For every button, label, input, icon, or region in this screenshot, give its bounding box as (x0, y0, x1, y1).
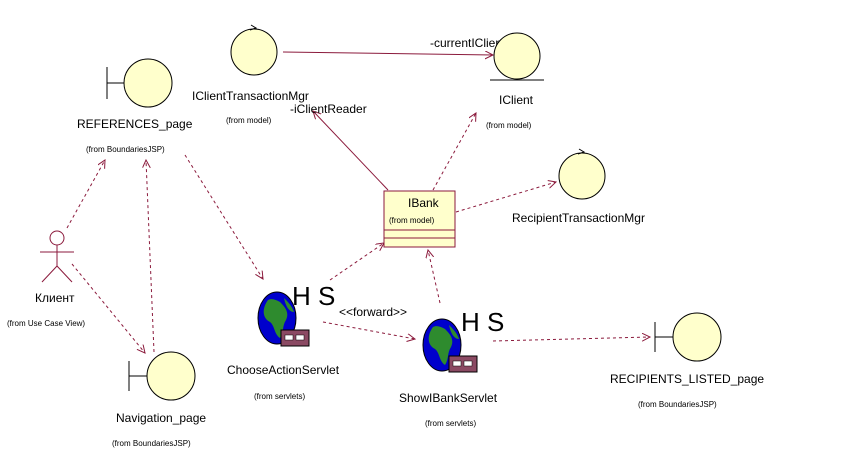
navigation-page-source: (from BoundariesJSP) (112, 439, 191, 448)
ibank-name: IBank (408, 196, 440, 210)
iclienttransactionmgr-name: IClientTransactionMgr (192, 89, 309, 103)
recipienttransactionmgr-name: RecipientTransactionMgr (512, 211, 645, 225)
edge-showibank-ibank (428, 250, 441, 304)
label-forward: <<forward>> (339, 305, 407, 319)
navigation-page-name: Navigation_page (116, 411, 206, 425)
edge-actor-navigation (71, 263, 145, 353)
iclient-name: IClient (499, 93, 534, 107)
edge-actor-references (66, 160, 105, 229)
iclienttransactionmgr-source: (from model) (226, 116, 272, 125)
edge-currenticlient (282, 52, 493, 55)
recipients-listed-page-boundary[interactable] (654, 312, 722, 362)
showibankservlet-name: ShowIBankServlet (399, 391, 498, 405)
edge-ibank-recipienttm (455, 182, 556, 213)
recipients-listed-page-name: RECIPIENTS_LISTED_page (610, 372, 764, 386)
client-actor-name: Клиент (35, 291, 75, 305)
references-page-boundary[interactable] (106, 58, 173, 108)
references-page-name: REFERENCES_page (77, 117, 193, 131)
edge-references-chooseaction (184, 154, 263, 279)
chooseactionservlet-globe-icon[interactable] (257, 291, 310, 347)
iclienttransactionmgr-control[interactable] (230, 24, 278, 76)
client-actor-icon[interactable] (40, 230, 74, 283)
iclient-source: (from model) (486, 121, 532, 130)
showibankservlet-hs-label: H S (461, 307, 504, 337)
client-actor-source: (from Use Case View) (7, 319, 85, 328)
ibank-class[interactable] (383, 190, 456, 248)
references-page-source: (from BoundariesJSP) (86, 145, 165, 154)
edge-navigation-references (146, 160, 155, 353)
edge-chooseaction-ibank (329, 243, 384, 281)
edge-iclientreader (313, 111, 389, 191)
label-iclientreader: -iClientReader (290, 102, 367, 116)
chooseactionservlet-name: ChooseActionServlet (227, 363, 340, 377)
label-currenticlient: -currentIClient (430, 36, 506, 50)
edge-showibank-recipientslisted (492, 337, 650, 341)
ibank-source: (from model) (389, 216, 435, 225)
iclient-entity[interactable] (490, 32, 544, 81)
navigation-page-boundary[interactable] (128, 351, 196, 401)
edge-ibank-iclient (432, 113, 476, 191)
showibankservlet-source: (from servlets) (425, 419, 476, 428)
recipienttransactionmgr-control[interactable] (558, 148, 606, 200)
chooseactionservlet-hs-label: H S (292, 281, 335, 311)
recipients-listed-page-source: (from BoundariesJSP) (638, 400, 717, 409)
showibankservlet-globe-icon[interactable] (422, 318, 478, 373)
edge-forward (322, 321, 415, 339)
chooseactionservlet-source: (from servlets) (254, 392, 305, 401)
